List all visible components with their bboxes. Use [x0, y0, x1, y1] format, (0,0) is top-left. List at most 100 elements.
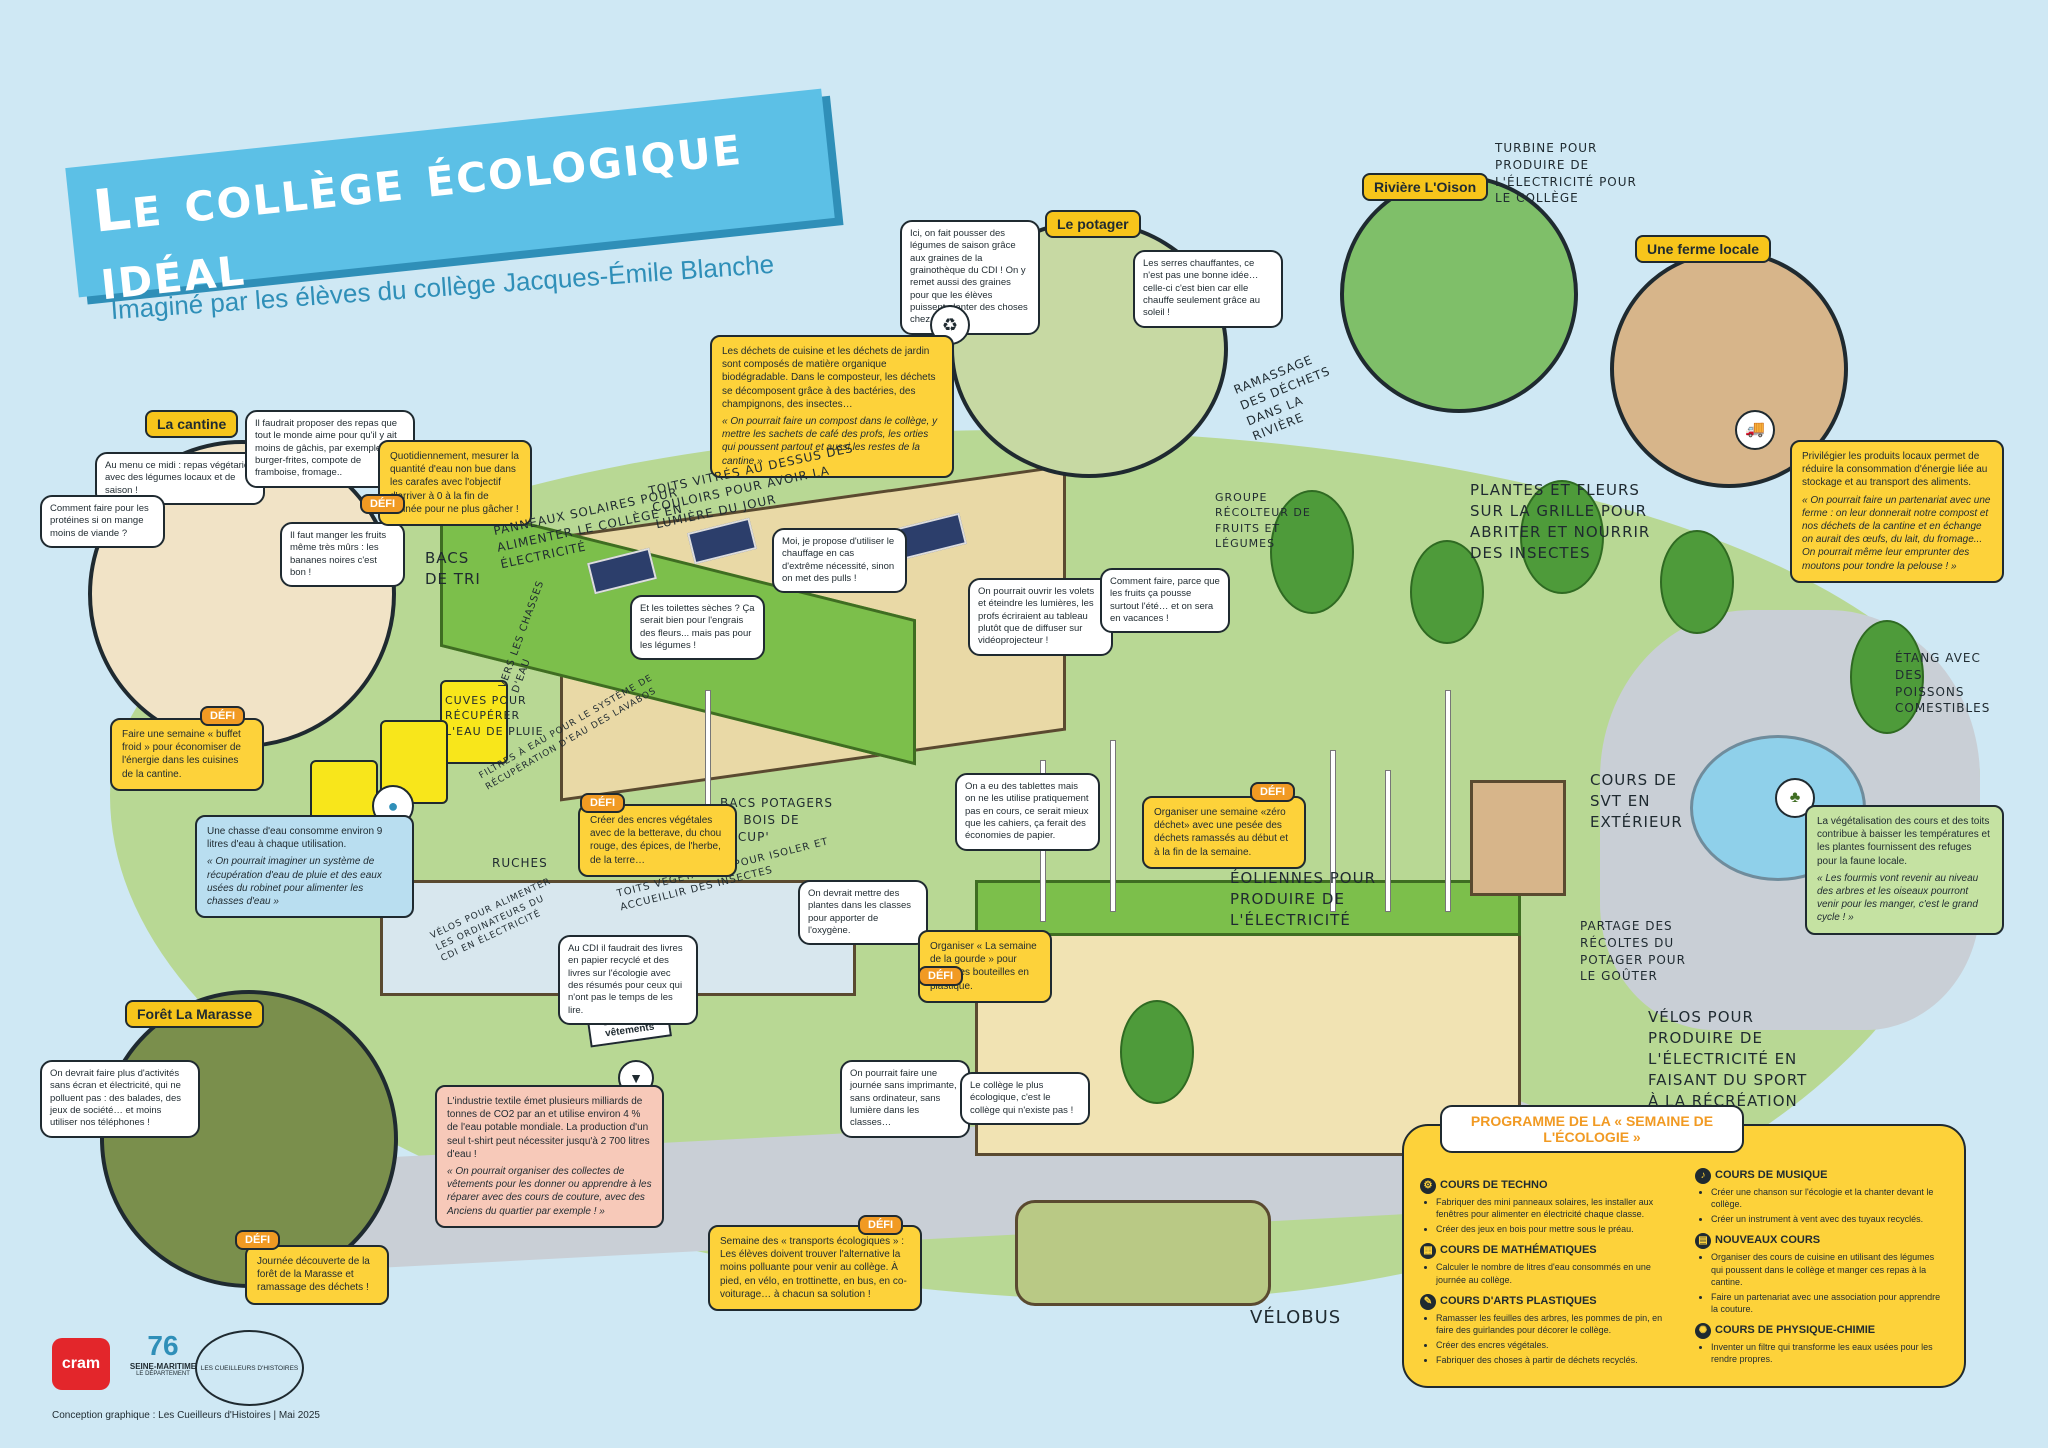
front-roof — [975, 880, 1521, 936]
defi-eau-box: Quotidiennement, mesurer la quantité d'e… — [378, 440, 532, 526]
bubble-plus-ecolo: Le collège le plus écologique, c'est le … — [960, 1072, 1090, 1126]
calculator-icon: ▦ — [1420, 1243, 1436, 1260]
cueilleurs-logo: LES CUEILLEURS D'HISTOIRES — [195, 1330, 304, 1406]
wind-turbine — [1445, 690, 1451, 912]
nouveaux-list: Organiser des cours de cuisine en utilis… — [1695, 1251, 1945, 1315]
wind-turbine — [1385, 770, 1391, 912]
shed — [1470, 780, 1566, 896]
velos-sport-label: Vélos pour produire de l'électricité en … — [1648, 1008, 1808, 1110]
ferme-info: Privilégier les produits locaux permet d… — [1802, 451, 1988, 489]
programme-nouveaux: ▤NOUVEAUX COURS — [1695, 1233, 1945, 1250]
arts-list: Ramasser les feuilles des arbres, les po… — [1420, 1312, 1680, 1367]
bacs-tri-label: Bacs de tri — [425, 549, 481, 588]
cantine-tag: La cantine — [145, 410, 239, 438]
defi-buffet-box: Faire une semaine « buffet froid » pour … — [110, 718, 264, 791]
defi-badge: DÉFI — [580, 793, 626, 813]
defi-badge: DÉFI — [235, 1230, 281, 1250]
list-item: Créer un instrument à vent avec des tuya… — [1711, 1213, 1945, 1225]
list-item: Fabriquer des choses à partir de déchets… — [1436, 1354, 1680, 1366]
palette-icon: ✎ — [1420, 1293, 1436, 1310]
ramassage-label: Ramassage des déchets dans la rivière — [1231, 352, 1333, 444]
vegetal-box: La végétalisation des cours et des toits… — [1805, 805, 2004, 935]
logo-dept: SEINE-MARITIME — [129, 1362, 197, 1371]
ferme-box: Privilégier les produits locaux permet d… — [1790, 440, 2004, 583]
vegetal-quote: « Les fourmis vont revenir au niveau des… — [1817, 872, 1979, 924]
turbine-label: Turbine pour produire de l'électricité p… — [1495, 141, 1637, 206]
bubble-journee: On pourrait faire une journée sans impri… — [840, 1060, 970, 1138]
logo-76: 76 — [147, 1330, 179, 1361]
defi-transports-box: Semaine des « transports écologiques » :… — [708, 1225, 922, 1311]
atom-icon: ✺ — [1695, 1323, 1711, 1340]
velobus-label: Vélobus — [1250, 1307, 1342, 1328]
programme-arts: ✎COURS D'ARTS PLASTIQUES — [1420, 1293, 1680, 1310]
programme-musique: ♪COURS DE MUSIQUE — [1695, 1168, 1945, 1184]
chasse-eau-info: Une chasse d'eau consomme environ 9 litr… — [207, 826, 383, 851]
etang-label: Étang avec des poissons comestibles — [1895, 651, 1991, 716]
groupe-recolteur-label: Groupe récolteur de fruits et légumes — [1215, 491, 1311, 551]
book-icon: ▤ — [1695, 1233, 1711, 1250]
tree — [1850, 620, 1924, 734]
cram-logo: cram — [52, 1338, 110, 1390]
compost-info: Les déchets de cuisine et les déchets de… — [722, 346, 936, 410]
list-item: Créer des encres végétales. — [1436, 1339, 1680, 1351]
potager-bubble-graines: Ici, on fait pousser des légumes de sais… — [900, 220, 1040, 335]
tree — [1660, 530, 1734, 634]
list-item: Créer une chanson sur l'écologie et la c… — [1711, 1186, 1945, 1210]
ruches-label: Ruches — [492, 856, 548, 870]
programme-col-left: ⚙COURS DE TECHNO Fabriquer des mini pann… — [1420, 1170, 1680, 1369]
programme-techno: ⚙COURS DE TECHNO — [1420, 1178, 1680, 1194]
partage-label: Partage des récoltes du potager pour le … — [1580, 919, 1686, 984]
potager-bubble-serres: Les serres chauffantes, ce n'est pas une… — [1133, 250, 1283, 328]
defi-badge: DÉFI — [858, 1215, 904, 1235]
defi-zero-dechet-box: Organiser une semaine «zéro déchet» avec… — [1142, 796, 1306, 869]
truck-icon: 🚚 — [1735, 410, 1775, 450]
tree — [1410, 540, 1484, 644]
textile-box: L'industrie textile émet plusieurs milli… — [435, 1085, 664, 1228]
ferme-quote: « On pourrait faire un partenariat avec … — [1802, 494, 1991, 572]
ferme-tag: Une ferme locale — [1635, 235, 1772, 263]
bubble-foret: On devrait faire plus d'activités sans é… — [40, 1060, 200, 1138]
plantes-fleurs-label: Plantes et fleurs sur la grille pour abr… — [1470, 481, 1651, 562]
techno-list: Fabriquer des mini panneaux solaires, le… — [1420, 1196, 1680, 1235]
gear-icon: ⚙ — [1420, 1178, 1436, 1194]
cantine-bubble-proteines: Comment faire pour les protéines si on m… — [40, 495, 165, 549]
riviere-circle — [1340, 175, 1578, 413]
tree — [1120, 1000, 1194, 1104]
cours-svt-label: Cours de SVT en extérieur — [1590, 771, 1683, 831]
tree — [1270, 490, 1354, 614]
textile-info: L'industrie textile émet plusieurs milli… — [447, 1096, 650, 1160]
bubble-tablettes: On a eu des tablettes mais on ne les uti… — [955, 773, 1100, 851]
music-note-icon: ♪ — [1695, 1168, 1711, 1184]
physique-list: Inventer un filtre qui transforme les ea… — [1695, 1341, 1945, 1365]
defi-badge: DÉFI — [360, 494, 406, 514]
potager-tag: Le potager — [1045, 210, 1141, 238]
list-item: Fabriquer des mini panneaux solaires, le… — [1436, 1196, 1680, 1220]
defi-gourde-box: Organiser « La semaine de la gourde » po… — [918, 930, 1052, 1003]
chasse-eau-quote: « On pourrait imaginer un système de réc… — [207, 856, 382, 907]
bubble-cdi-livres: Au CDI il faudrait des livres en papier … — [558, 935, 698, 1026]
eoliennes-label: Éoliennes pour produire de l'électricité — [1230, 869, 1377, 929]
velobus — [1015, 1200, 1271, 1306]
list-item: Organiser des cours de cuisine en utilis… — [1711, 1251, 1945, 1287]
programme-physique: ✺COURS DE PHYSIQUE-CHIMIE — [1695, 1323, 1945, 1340]
wind-turbine — [1110, 740, 1116, 912]
bubble-plantes-classes: On devrait mettre des plantes dans les c… — [798, 880, 928, 946]
seine-maritime-logo: 76 SEINE-MARITIME LE DÉPARTEMENT — [128, 1330, 198, 1377]
riviere-tag: Rivière L'Oison — [1362, 173, 1489, 201]
list-item: Faire un partenariat avec une associatio… — [1711, 1291, 1945, 1315]
defi-foret-box: Journée découverte de la forêt de la Mar… — [245, 1245, 389, 1305]
programme-col-right: ♪COURS DE MUSIQUE Créer une chanson sur … — [1695, 1160, 1945, 1368]
bubble-toilettes: Et les toilettes sèches ? Ça serait bien… — [630, 595, 765, 661]
cuves-label: Cuves pour récupérer l'eau de pluie — [445, 694, 544, 738]
list-item: Créer des jeux en bois pour mettre sous … — [1436, 1223, 1680, 1235]
bubble-volets: On pourrait ouvrir les volets et éteindr… — [968, 578, 1113, 656]
rainwater-tank — [440, 680, 508, 764]
bubble-fruits: Comment faire, parce que les fruits ça p… — [1100, 568, 1230, 634]
bubble-chauffage: Moi, je propose d'utiliser le chauffage … — [772, 528, 907, 594]
defi-badge: DÉFI — [918, 966, 964, 986]
defi-badge: DÉFI — [1250, 782, 1296, 802]
compost-box: Les déchets de cuisine et les déchets de… — [710, 335, 954, 478]
logo-dept-sub: LE DÉPARTEMENT — [136, 1371, 190, 1377]
wind-turbine — [1330, 750, 1336, 912]
defi-encres-box: Créer des encres végétales avec de la be… — [578, 804, 737, 877]
